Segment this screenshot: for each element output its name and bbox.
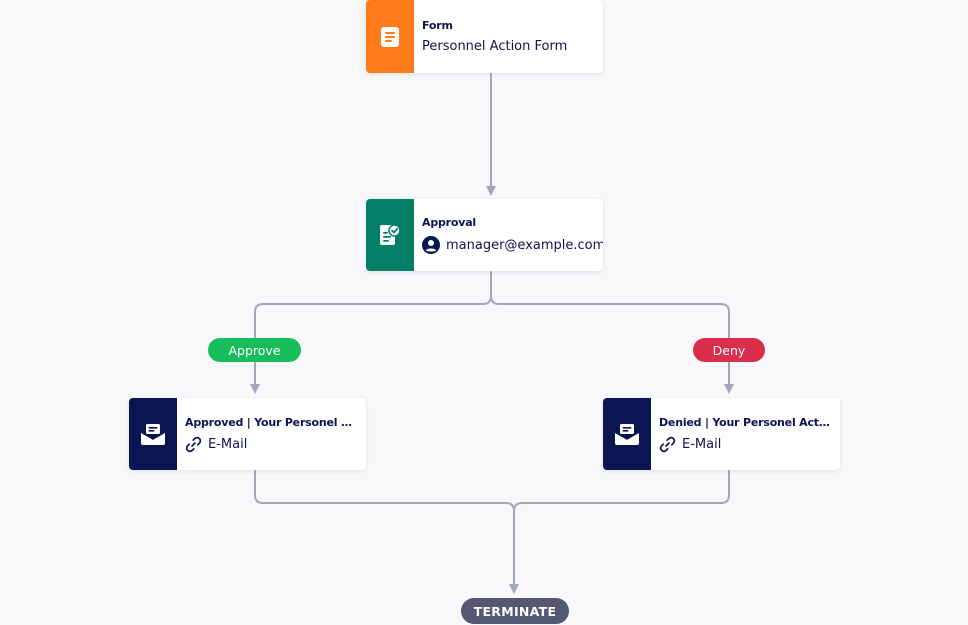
arrowhead-denied-email (724, 384, 734, 394)
denied-email-node-tile (603, 398, 651, 470)
denied-email-node-title: Denied | Your Personel Action Form (659, 415, 832, 429)
form-node-subtitle: Personnel Action Form (422, 39, 568, 54)
terminate-node[interactable]: TERMINATE (461, 598, 569, 624)
approve-branch-pill[interactable]: Approve (208, 338, 301, 362)
denied-email-node[interactable]: Denied | Your Personel Action Form E-Mai… (603, 398, 840, 470)
approved-email-node[interactable]: Approved | Your Personel Action Form E-M… (129, 398, 366, 470)
arrowhead-terminate (509, 584, 519, 594)
approval-node-tile (366, 199, 414, 271)
denied-email-node-type: E-Mail (659, 436, 832, 453)
form-node-title: Form (422, 19, 453, 32)
envelope-icon (614, 424, 640, 445)
approved-email-node-type: E-Mail (185, 436, 358, 453)
link-icon (659, 436, 676, 452)
approval-node-title: Approval (422, 216, 477, 229)
approved-email-node-tile (129, 398, 177, 470)
user-icon (422, 236, 440, 254)
form-node[interactable]: Form Personnel Action Form (366, 0, 603, 73)
arrowhead-approval (486, 186, 496, 196)
approval-assignee-email: manager@example.com (446, 237, 603, 253)
connector-approval-to-approved-email (254, 271, 492, 385)
form-node-tile (366, 0, 414, 73)
arrowhead-approved-email (250, 384, 260, 394)
approval-node[interactable]: Approval manager@example.com (366, 199, 603, 271)
denied-email-node-type-label: E-Mail (682, 436, 722, 452)
link-icon (185, 436, 202, 452)
approved-email-node-body: Approved | Your Personel Action Form E-M… (177, 398, 366, 470)
connector-approved-email-to-terminate (254, 470, 515, 585)
connector-approval-to-denied-email (490, 295, 730, 385)
approval-clipboard-check-icon (380, 224, 401, 245)
approval-node-body: Approval manager@example.com (414, 199, 603, 271)
form-node-body: Form Personnel Action Form (414, 0, 603, 73)
approval-node-assignee: manager@example.com (422, 236, 603, 254)
envelope-icon (140, 424, 166, 445)
form-document-icon (381, 26, 399, 47)
connector-denied-email-to-terminate (513, 470, 730, 512)
approved-email-node-type-label: E-Mail (208, 436, 248, 452)
denied-email-node-body: Denied | Your Personel Action Form E-Mai… (651, 398, 840, 470)
deny-branch-pill[interactable]: Deny (693, 338, 765, 362)
approved-email-node-title: Approved | Your Personel Action Form (185, 415, 358, 429)
